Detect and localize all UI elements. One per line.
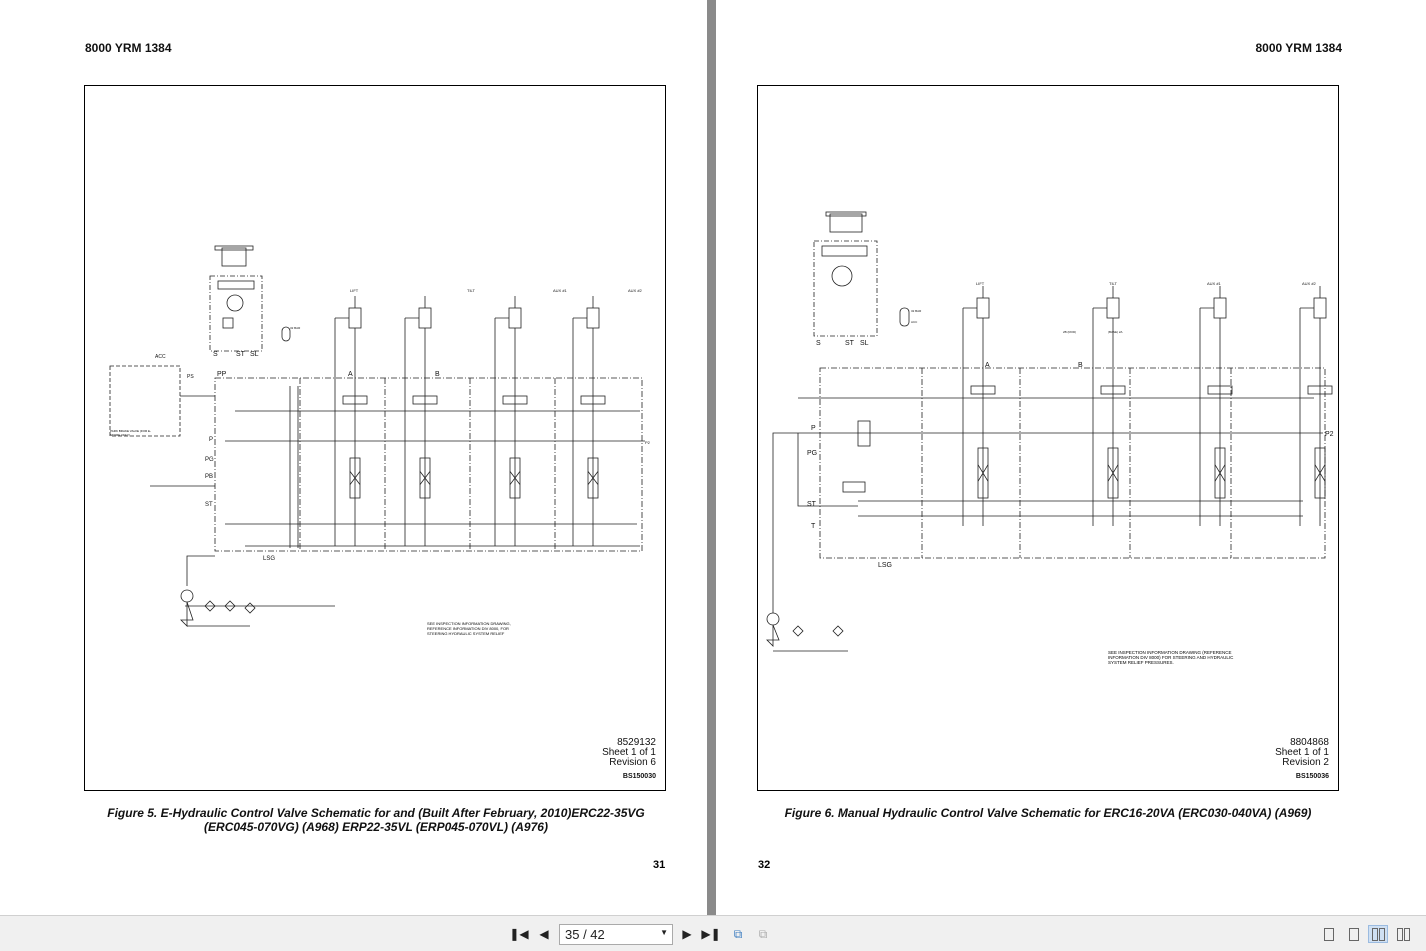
schematic-line: [1107, 464, 1119, 482]
schematic-line: [494, 296, 516, 546]
sheet-number: Sheet 1 of 1: [602, 747, 656, 758]
drawing-code: BS150030: [622, 773, 656, 780]
page-selector[interactable]: 35 / 42 ▼: [559, 924, 673, 945]
two-page-continuous-view-button[interactable]: [1393, 925, 1413, 943]
valve-block-symbol: [1207, 385, 1233, 395]
schematic-line: [334, 296, 356, 546]
pdf-page-31: 8000 YRM 1384 LIFT TILT AUX #1: [0, 0, 707, 915]
cylinder-symbol: [586, 307, 600, 329]
figure-caption: Figure 5. E-Hydraulic Control Valve Sche…: [85, 806, 667, 834]
valve-block-symbol: [1100, 385, 1126, 395]
spool-valve-symbol: [419, 457, 431, 499]
spool-valve-symbol: [1314, 447, 1326, 499]
spool-valve-symbol: [1214, 447, 1226, 499]
cylinder-symbol: [1106, 297, 1120, 319]
schematic-line: [419, 471, 431, 485]
hydraulic-schematic: [109, 245, 645, 627]
schematic-line: [349, 471, 361, 485]
title-block: 8804868 Sheet 1 of 1 Revision 2 BS150036: [1275, 738, 1329, 782]
revision: Revision 6: [609, 757, 656, 768]
continuous-view-button[interactable]: [1343, 925, 1363, 943]
drawing-code: BS150036: [1295, 773, 1329, 780]
cylinder-symbol: [508, 307, 522, 329]
page-number: 31: [653, 859, 666, 871]
previous-page-button[interactable]: ◀: [539, 927, 549, 941]
valve-block-symbol: [580, 395, 606, 405]
schematic-figure-6: LIFT TILT AUX #1 AUX #2 S ST SL A B P PG…: [757, 85, 1339, 791]
schematic-line: [962, 286, 984, 526]
page-number: 32: [758, 859, 771, 871]
schematic-line: [977, 464, 989, 482]
valve-block-symbol: [502, 395, 528, 405]
valve-block-symbol: [970, 385, 996, 395]
title-block: 8529132 Sheet 1 of 1 Revision 6 BS150030: [602, 738, 656, 782]
valve-block-symbol: [1307, 385, 1333, 395]
forward-view-icon[interactable]: ⧉: [758, 926, 768, 941]
page-indicator: 35 / 42: [565, 927, 605, 942]
caption-line: Figure 5. E-Hydraulic Control Valve Sche…: [107, 806, 645, 820]
cylinder-symbol: [418, 307, 432, 329]
cylinder-symbol: [976, 297, 990, 319]
spool-valve-symbol: [977, 447, 989, 499]
caption-line: Figure 6. Manual Hydraulic Control Valve…: [784, 806, 1312, 820]
schematic-line: [1314, 464, 1326, 482]
valve-block-symbol: [412, 395, 438, 405]
last-page-button[interactable]: ▶❚: [701, 927, 721, 941]
figure-caption: Figure 6. Manual Hydraulic Control Valve…: [757, 806, 1339, 820]
schematic-line: [509, 471, 521, 485]
drawing-number: 8529132: [617, 737, 656, 748]
chevron-down-icon: ▼: [660, 928, 668, 937]
spool-valve-symbol: [509, 457, 521, 499]
caption-line: (ERC045-070VG) (A968) ERP22-35VL (ERP045…: [204, 820, 548, 834]
schematic-line: [587, 471, 599, 485]
hydraulic-schematic: [766, 211, 1333, 652]
pdf-viewer-toolbar: ❚◀ ◀ 35 / 42 ▼ ▶ ▶❚ ⧉ ⧉: [0, 915, 1426, 951]
drawing-number: 8804868: [1290, 737, 1329, 748]
spool-valve-symbol: [349, 457, 361, 499]
back-view-icon[interactable]: ⧉: [733, 926, 743, 941]
schematic-line: [1092, 286, 1114, 526]
schematic-line: [1199, 286, 1221, 526]
single-page-view-button[interactable]: [1318, 925, 1338, 943]
schematic-line: [404, 296, 426, 546]
page-header: 8000 YRM 1384: [85, 41, 172, 55]
sheet-number: Sheet 1 of 1: [1275, 747, 1329, 758]
two-page-view-button[interactable]: [1368, 925, 1388, 943]
schematic-line: [1214, 464, 1226, 482]
schematic-line: [572, 296, 594, 546]
valve-block-symbol: [342, 395, 368, 405]
cylinder-symbol: [1213, 297, 1227, 319]
pdf-page-32: 8000 YRM 1384 LIFT TILT AUX #1 AUX #2 S …: [716, 0, 1426, 915]
schematic-figure-5: LIFT TILT AUX #1 AUX #2 S ST SL PP A B P…: [84, 85, 666, 791]
schematic-line: [1299, 286, 1321, 526]
first-page-button[interactable]: ❚◀: [509, 927, 529, 941]
cylinder-symbol: [1313, 297, 1327, 319]
spool-valve-symbol: [1107, 447, 1119, 499]
page-header: 8000 YRM 1384: [1255, 41, 1342, 55]
cylinder-symbol: [348, 307, 362, 329]
revision: Revision 2: [1282, 757, 1329, 768]
next-page-button[interactable]: ▶: [682, 927, 692, 941]
spool-valve-symbol: [587, 457, 599, 499]
